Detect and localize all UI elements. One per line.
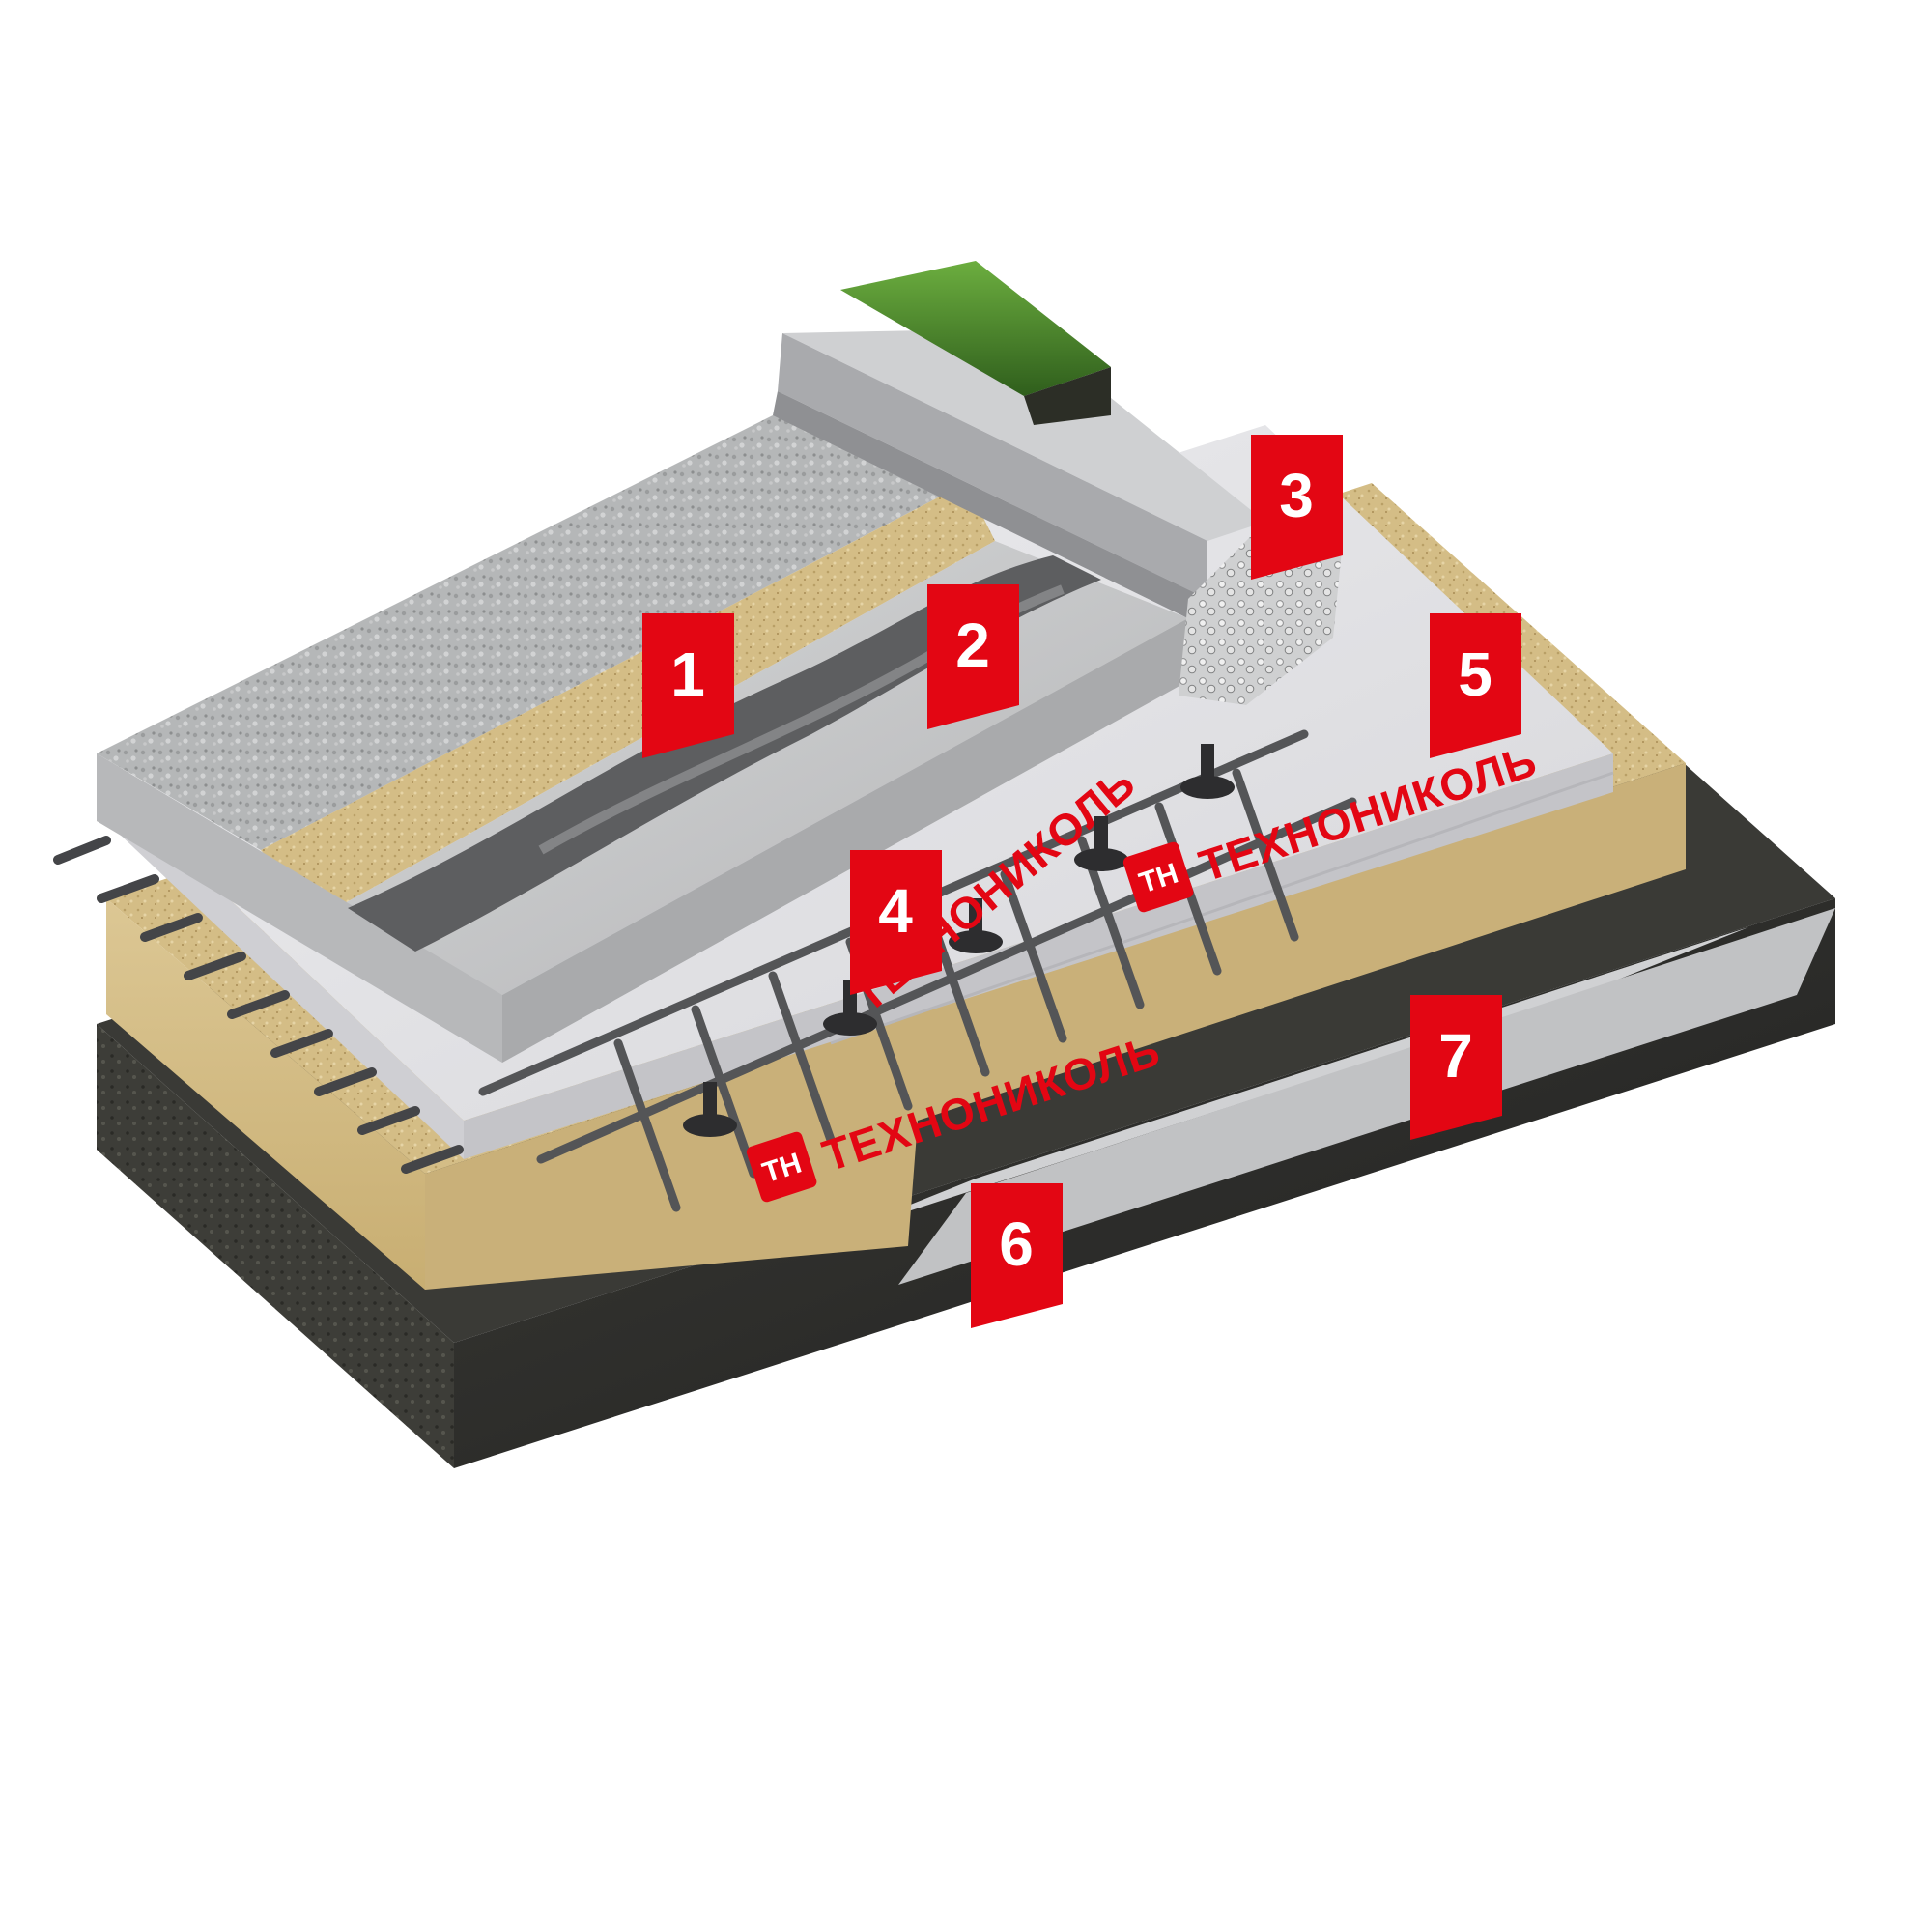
marker-2-label: 2 (955, 611, 990, 680)
marker-3-label: 3 (1279, 461, 1314, 530)
protruding-rebars (53, 836, 464, 1174)
rebar-chair (1180, 744, 1235, 799)
geotextile-layer (831, 908, 1835, 1285)
marker-6: 6 (971, 1183, 1063, 1328)
curb-face (778, 333, 1208, 599)
marker-5: 5 (1430, 613, 1521, 758)
crushed-stone (1179, 522, 1343, 705)
gravel-top (97, 406, 966, 850)
sand-strip-top (261, 483, 995, 918)
rebar-chair (683, 1082, 737, 1137)
rebar-chair (1074, 816, 1128, 871)
marker-4: 4 (850, 850, 942, 995)
board-right-face (464, 753, 1613, 1159)
soil-front-face (97, 1024, 454, 1468)
rebar-chair (949, 898, 1003, 953)
marker-5-label: 5 (1458, 639, 1492, 709)
geotextile-strip (831, 927, 1748, 1236)
marker-1-label: 1 (670, 639, 705, 709)
grass-block (840, 261, 1111, 425)
marker-7: 7 (1410, 995, 1502, 1140)
marker-7-label: 7 (1438, 1021, 1473, 1091)
marker-1: 1 (642, 613, 734, 758)
marker-6-label: 6 (999, 1209, 1034, 1279)
curb-base (773, 391, 1208, 628)
brand-logo-icon (1122, 841, 1194, 913)
curb-assembly (773, 328, 1343, 705)
geotextile-edge (898, 908, 1835, 1285)
marker-2: 2 (927, 584, 1019, 729)
sand-front-face (106, 898, 425, 1290)
grass-soil (1024, 367, 1111, 425)
brand-logo-icon (746, 1131, 817, 1203)
marker-4-label: 4 (878, 876, 913, 946)
curb-top (782, 328, 1265, 541)
marker-3: 3 (1251, 435, 1343, 580)
concrete-slab-front (97, 753, 502, 1063)
concrete-slab-right (502, 618, 1188, 1063)
rebar-chairs (683, 744, 1235, 1137)
grass-top (840, 261, 1111, 396)
